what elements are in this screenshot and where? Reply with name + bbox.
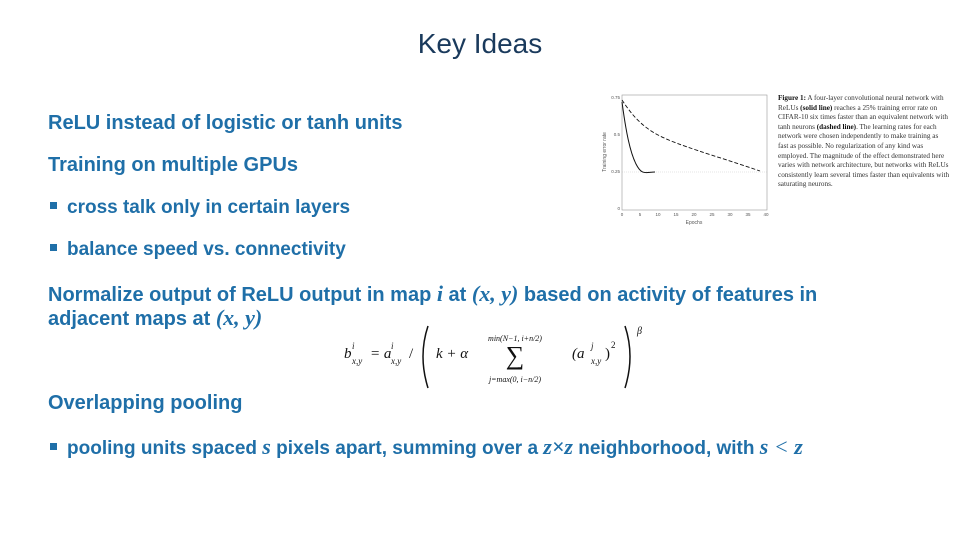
x-tick: 20 bbox=[691, 212, 697, 217]
math-lt: < bbox=[768, 434, 795, 459]
formula-sup-j: j bbox=[590, 341, 594, 351]
formula-div: / bbox=[409, 346, 414, 362]
subpoint-balance-text: balance speed vs. connectivity bbox=[67, 239, 346, 260]
subpoint-pooling: pooling units spaced s pixels apart, sum… bbox=[50, 434, 803, 460]
formula-right-paren bbox=[624, 325, 631, 389]
x-tick: 10 bbox=[655, 212, 661, 217]
normalize-text-d: adjacent maps at bbox=[48, 308, 216, 330]
x-tick: 25 bbox=[709, 212, 715, 217]
subpoint-cross-talk: cross talk only in certain layers bbox=[50, 197, 350, 219]
caption-text-1: A four-layer convolutional neural networ… bbox=[778, 94, 944, 112]
caption-dashed: (dashed line) bbox=[816, 122, 857, 131]
formula-left-paren bbox=[422, 325, 429, 389]
formula-lhs: b bbox=[344, 346, 352, 362]
caption-label: Figure 1: bbox=[778, 94, 807, 102]
normalize-text-a: Normalize output of ReLU output in map bbox=[48, 284, 437, 306]
formula-sigma: ∑ bbox=[506, 341, 525, 370]
x-tick: 35 bbox=[745, 212, 751, 217]
normalize-text-c: based on activity of features in bbox=[518, 284, 818, 306]
math-zz: z×z bbox=[543, 434, 573, 459]
bullet-icon bbox=[50, 244, 57, 252]
formula-sub-xy: x,y bbox=[351, 356, 362, 366]
pool-text-a: pooling units spaced bbox=[67, 438, 263, 459]
relu-solid-curve bbox=[621, 101, 656, 174]
x-tick: 30 bbox=[727, 212, 733, 217]
pool-text-b: pixels apart, summing over a bbox=[270, 438, 544, 459]
y-tick-075: 0.75 bbox=[611, 95, 620, 100]
normalize-text-b: at bbox=[442, 284, 472, 306]
math-xy-2: (x, y) bbox=[215, 305, 263, 330]
formula-k: k + α bbox=[436, 346, 469, 362]
subpoint-balance: balance speed vs. connectivity bbox=[50, 239, 346, 261]
formula-beta: β bbox=[636, 326, 642, 337]
point-overlapping-pooling: Overlapping pooling bbox=[48, 392, 243, 414]
formula-term-sub: x,y bbox=[590, 356, 601, 366]
lrn-formula: b i x,y = a i x,y / k + α ∑ min(N−1, i+n… bbox=[344, 325, 642, 389]
formula-sq: 2 bbox=[611, 340, 616, 350]
bullet-icon bbox=[50, 202, 57, 210]
x-axis-label: Epochs bbox=[686, 220, 703, 226]
pool-text-c: neighborhood, with bbox=[572, 438, 760, 459]
point-multi-gpu: Training on multiple GPUs bbox=[48, 154, 299, 176]
x-tick: 5 bbox=[639, 212, 642, 217]
plot-frame bbox=[621, 94, 768, 211]
y-tick-025: 0.25 bbox=[611, 169, 620, 174]
math-xy: (x, y) bbox=[471, 281, 519, 306]
x-tick: 40 bbox=[763, 212, 769, 217]
formula-sup-i-2: i bbox=[391, 341, 394, 351]
formula-sub-xy-2: x,y bbox=[390, 356, 401, 366]
bullet-icon bbox=[50, 443, 57, 451]
x-tick: 0 bbox=[621, 212, 624, 217]
math-z: z bbox=[794, 434, 803, 459]
formula-sum-top: min(N−1, i+n/2) bbox=[488, 334, 542, 343]
caption-text-3: . The learning rates for each network we… bbox=[778, 122, 950, 189]
page-title: Key Ideas bbox=[417, 28, 543, 59]
formula-close-paren: ) bbox=[605, 346, 610, 362]
tanh-dashed-curve bbox=[621, 99, 761, 172]
figure-caption: Figure 1: A four-layer convolutional neu… bbox=[778, 94, 950, 190]
training-error-figure: Training error rate 0.75 0.5 0.25 0 0 5 … bbox=[602, 94, 769, 226]
formula-term: (a bbox=[572, 346, 585, 362]
formula-sup-i: i bbox=[352, 341, 355, 351]
y-tick-05: 0.5 bbox=[614, 132, 621, 137]
point-relu: ReLU instead of logistic or tanh units bbox=[48, 112, 403, 134]
point-normalize-line2: adjacent maps at (x, y) bbox=[48, 305, 262, 331]
math-i: i bbox=[436, 281, 443, 306]
math-s: s bbox=[262, 434, 271, 459]
point-normalize-line1: Normalize output of ReLU output in map i… bbox=[48, 281, 817, 307]
formula-eq: = a bbox=[370, 346, 391, 362]
caption-solid: (solid line) bbox=[800, 103, 833, 112]
caption-text-2: reaches a 25% training error rate on CIF… bbox=[778, 103, 948, 131]
y-axis-label: Training error rate bbox=[602, 132, 608, 172]
x-tick: 15 bbox=[673, 212, 679, 217]
math-s-2: s bbox=[759, 434, 769, 459]
y-tick-0: 0 bbox=[617, 206, 620, 211]
formula-sum-bot: j=max(0, i−n/2) bbox=[488, 375, 541, 384]
subpoint-cross-talk-text: cross talk only in certain layers bbox=[67, 197, 351, 218]
